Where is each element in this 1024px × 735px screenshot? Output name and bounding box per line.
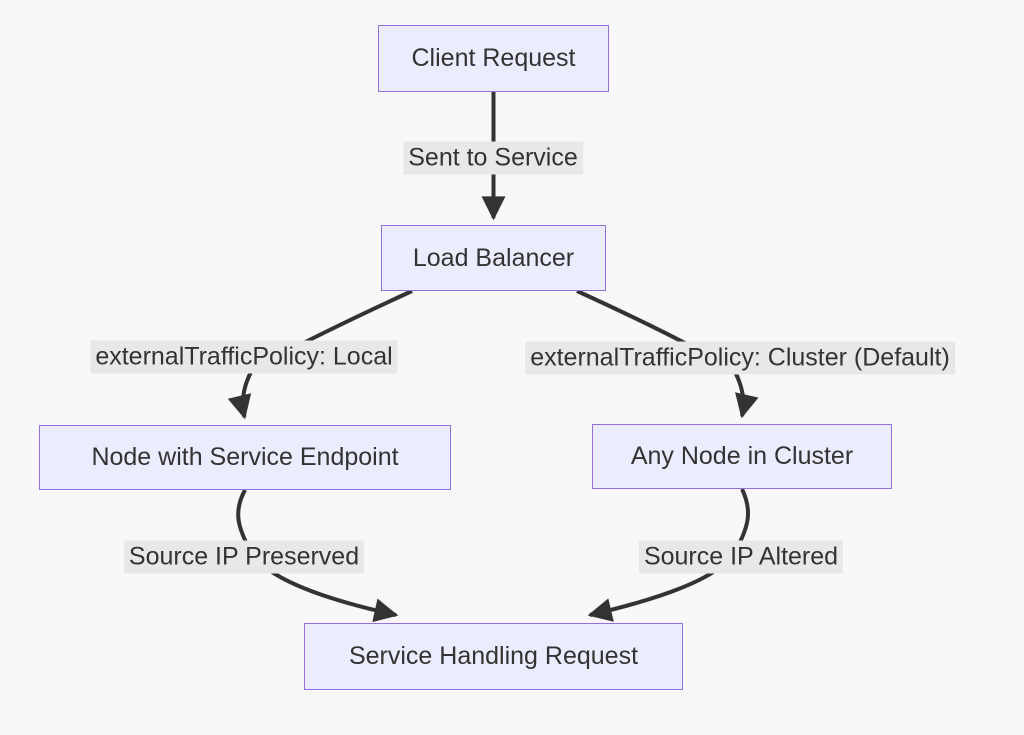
edge-label-source-ip-altered: Source IP Altered bbox=[638, 540, 844, 574]
node-load-balancer: Load Balancer bbox=[381, 225, 606, 291]
node-any-node-in-cluster: Any Node in Cluster bbox=[592, 424, 892, 489]
node-node-with-service-endpoint: Node with Service Endpoint bbox=[39, 425, 451, 490]
edge-label-externaltrafficpolicy-cluster-default: externalTrafficPolicy: Cluster (Default) bbox=[525, 341, 955, 375]
edge-label-source-ip-preserved: Source IP Preserved bbox=[123, 540, 365, 574]
node-service-handling-request: Service Handling Request bbox=[304, 623, 683, 690]
edge-label-sent-to-service: Sent to Service bbox=[403, 141, 583, 175]
node-client-request: Client Request bbox=[378, 25, 609, 92]
edge-label-externaltrafficpolicy-local: externalTrafficPolicy: Local bbox=[90, 340, 398, 374]
